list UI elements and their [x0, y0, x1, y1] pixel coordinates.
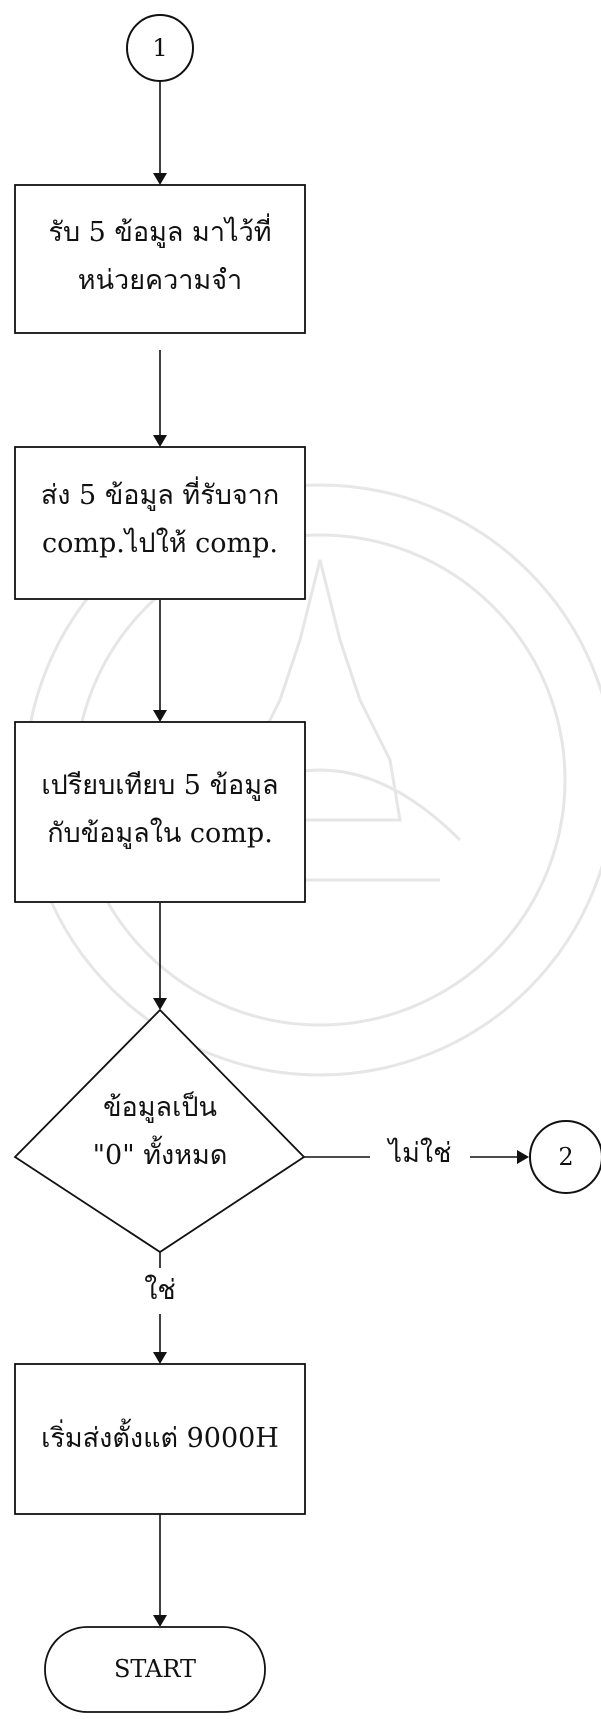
connector-end-circle	[529, 1120, 601, 1194]
decision-diamond	[13, 1008, 306, 1254]
terminal-start-label: START	[113, 1655, 197, 1683]
step2-line2: comp.ไปให้ comp.	[42, 528, 278, 559]
step3-line2: กับข้อมูลใน comp.	[47, 818, 273, 849]
step1-line1: รับ 5 ข้อมูล มาไว้ที่	[48, 217, 272, 248]
process-box-receive-data	[14, 184, 306, 334]
connector-start-label: 1	[152, 34, 168, 62]
step4-label: เริ่มส่งตั้งแต่ 9000H	[41, 1423, 279, 1454]
connector-end-label: 2	[558, 1143, 574, 1171]
step2-line1: ส่ง 5 ข้อมูล ที่รับจาก	[40, 480, 280, 511]
process-box-start-send	[14, 1363, 306, 1515]
decision-line1: ข้อมูลเป็น	[103, 1092, 217, 1123]
step1-line2: หน่วยความจำ	[77, 265, 243, 296]
process-box-send-data	[14, 446, 306, 600]
step3-line1: เปรียบเทียบ 5 ข้อมูล	[41, 770, 279, 801]
branch-no-label: ไม่ใช่	[370, 1131, 470, 1177]
process-box-compare-data	[14, 721, 306, 903]
decision-line2: "0" ทั้งหมด	[92, 1140, 228, 1171]
terminal-start-shape	[44, 1626, 266, 1713]
branch-yes-label: ใช่	[130, 1268, 190, 1314]
